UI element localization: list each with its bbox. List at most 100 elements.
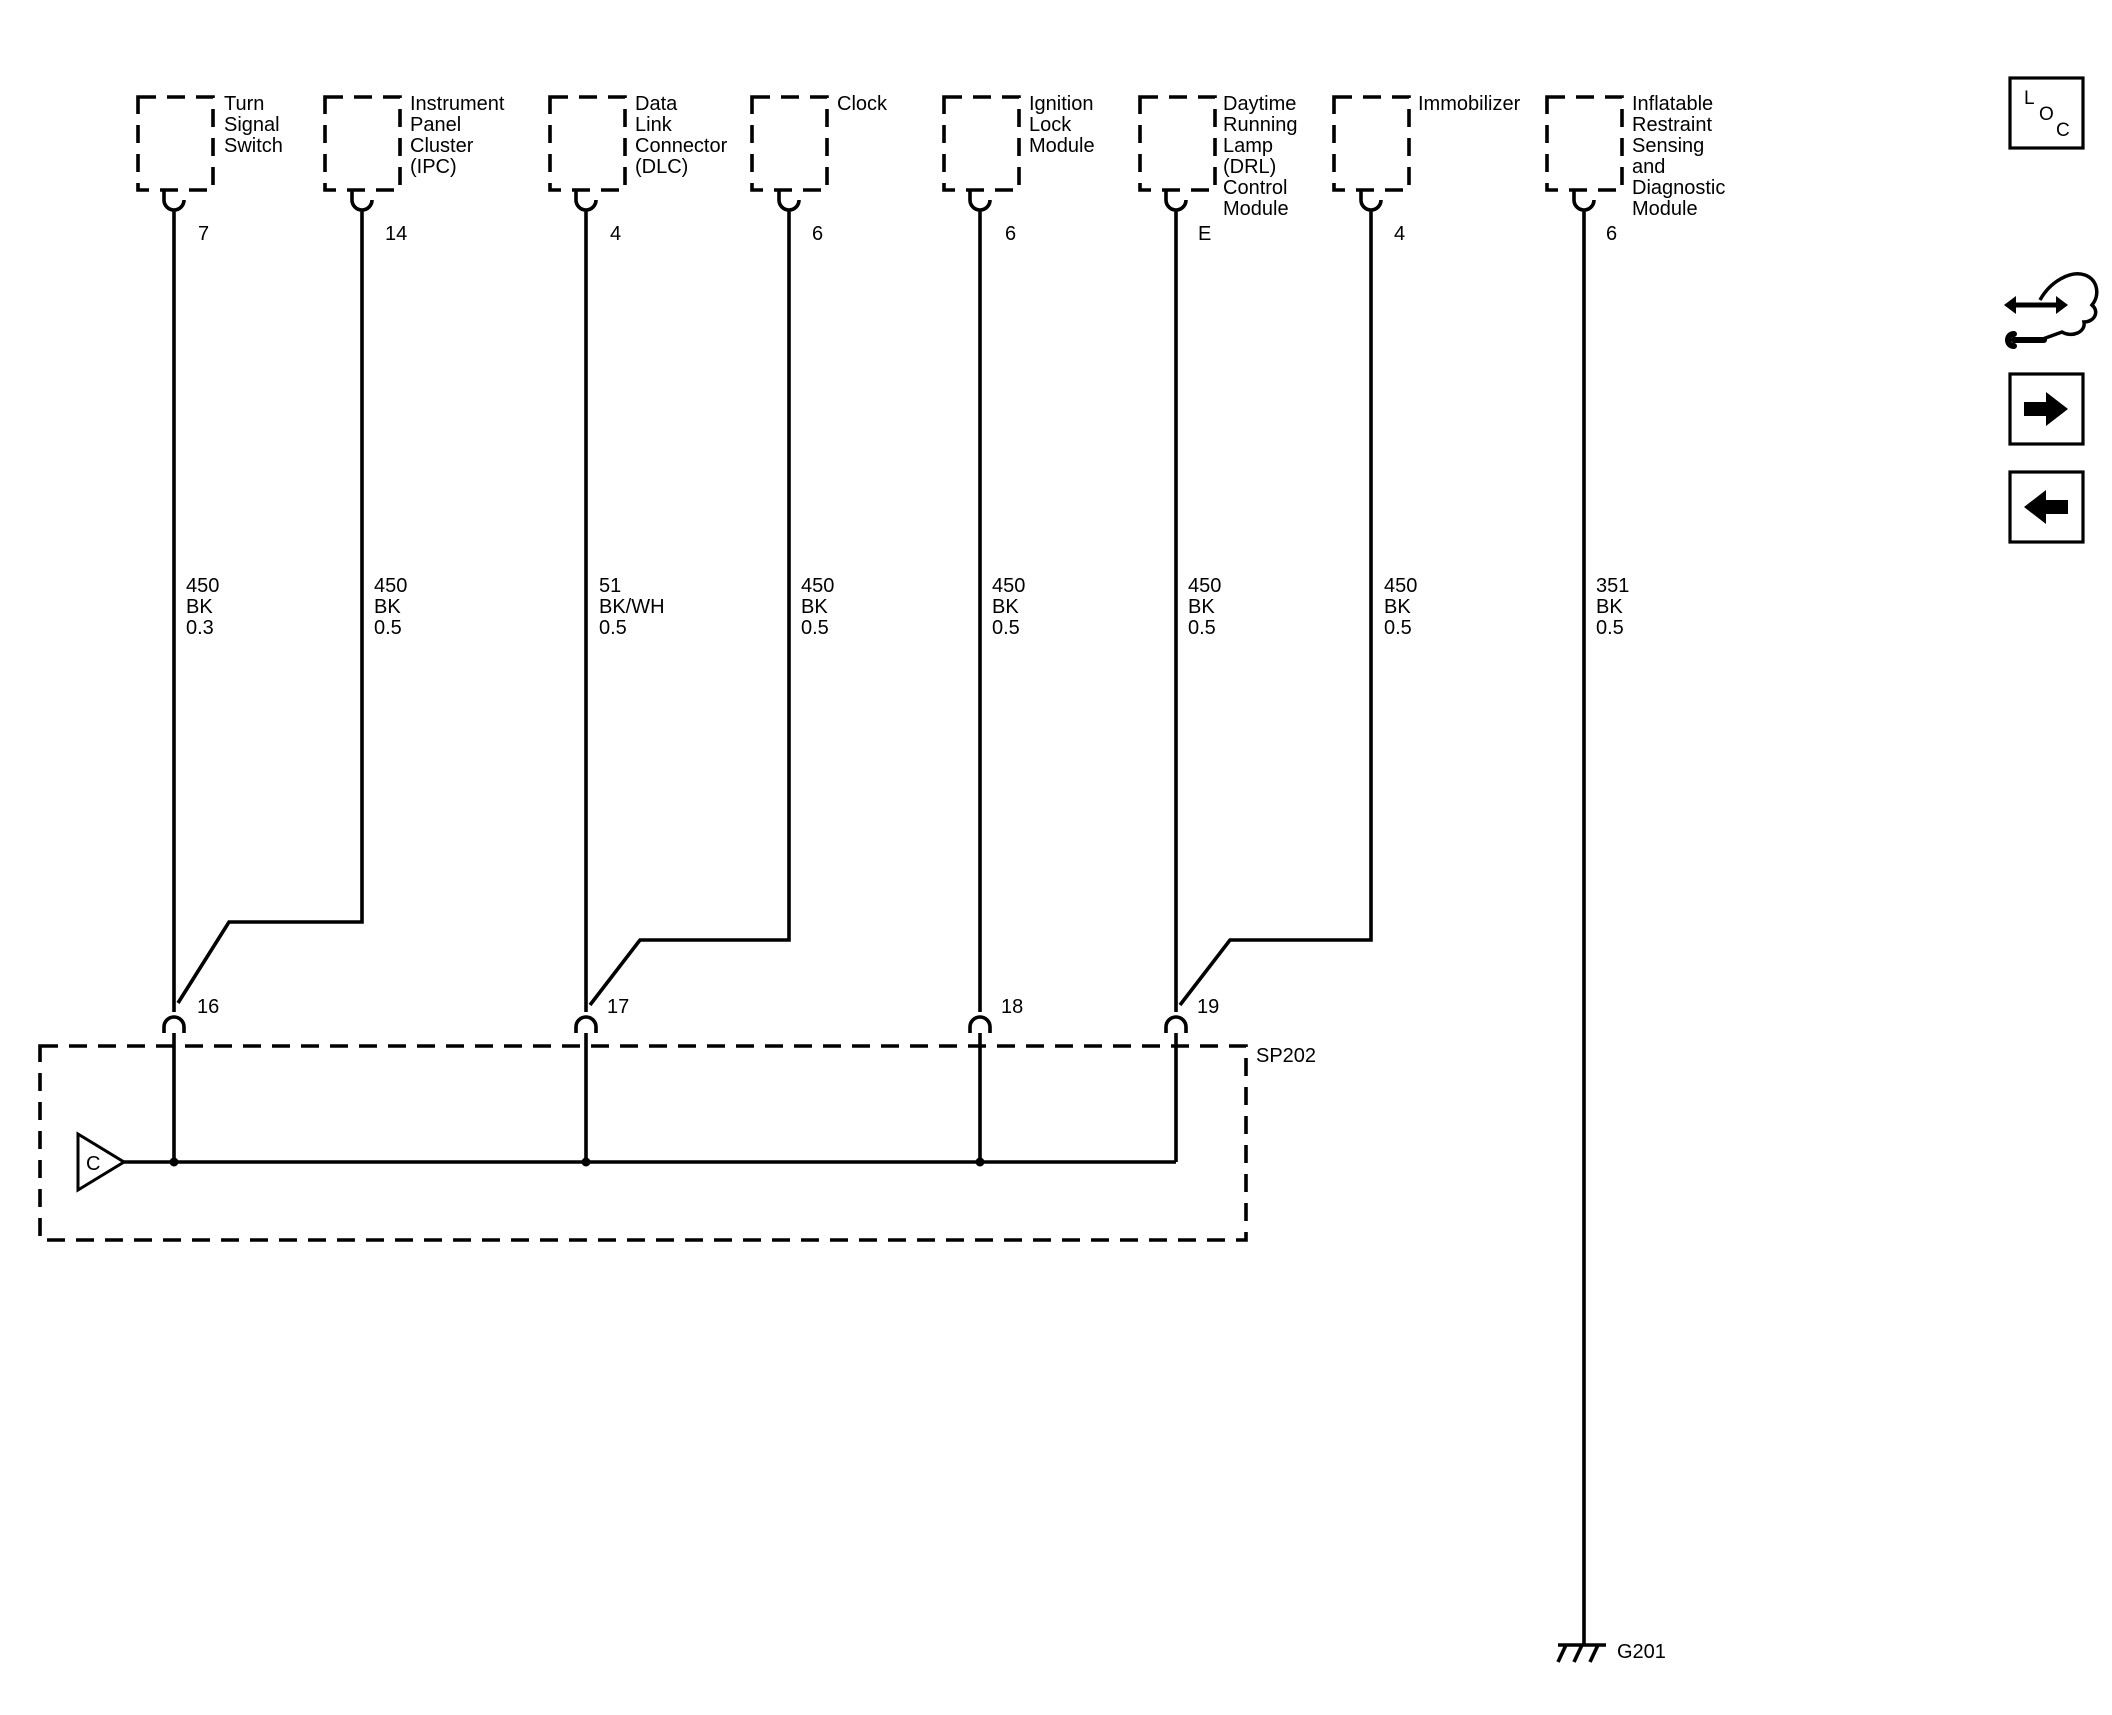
loc-button[interactable]: L O C [2008,76,2085,150]
component-box [136,95,215,192]
wire [588,222,791,1007]
loc-letter: L [2024,88,2035,109]
component-turn-signal-switch: Turn Signal Switch 7 450 BK 0.3 [136,93,283,995]
loc-letter: C [2056,120,2070,141]
splice-pack-box [38,1044,1248,1242]
connector-female-terminal [162,190,186,222]
wire-color: BK [1384,596,1411,618]
arrow-head [2056,296,2068,314]
component-box [548,95,627,192]
connector-female-terminal [1164,190,1188,222]
component-name-line: Sensing [1632,135,1704,157]
loc-letter: O [2039,104,2054,125]
hand-outline [2038,272,2099,342]
component-name-line: Immobilizer [1418,93,1521,115]
component-inflatable-restraint-sdm: Inflatable Restraint Sensing and Diagnos… [1545,93,1725,1645]
wire-size: 0.5 [1596,617,1624,639]
component-name-line: Module [1223,198,1289,220]
wire-circuit: 450 [801,575,834,597]
wire-size: 0.5 [1384,617,1412,639]
next-page-button[interactable] [2008,372,2085,446]
previous-arrow-icon [2024,490,2068,524]
wire-size: 0.5 [374,617,402,639]
component-name-line: (DLC) [635,156,688,178]
pin-number: 6 [812,223,823,245]
wire-circuit: 450 [992,575,1025,597]
wire-size: 0.5 [599,617,627,639]
wire-circuit: 351 [1596,575,1629,597]
component-drl-control-module: Daytime Running Lamp (DRL) Control Modul… [1138,93,1298,995]
component-name-line: Switch [224,135,283,157]
component-box [1138,95,1217,192]
splice-pin-number: 16 [197,996,219,1018]
component-name-line: Inflatable [1632,93,1713,115]
component-box [1545,95,1624,192]
wire-size: 0.5 [992,617,1020,639]
splice-terminal [968,1015,992,1033]
component-box [750,95,829,192]
connector-female-terminal [574,190,598,222]
pin-number: 6 [1005,223,1016,245]
pin-number: 7 [198,223,209,245]
component-name-line: Data [635,93,678,115]
wrench-shape [2005,331,2047,349]
component-name-line: and [1632,156,1665,178]
connector-reference-label: C [86,1153,100,1175]
arrow-head [2004,296,2016,314]
component-ignition-lock-module: Ignition Lock Module 6 450 BK 0.5 [942,93,1095,995]
wire-size: 0.5 [1188,617,1216,639]
splice-node [975,1157,985,1167]
splice-terminal [574,1015,598,1033]
component-clock: Clock 6 450 BK 0.5 [588,93,888,1007]
wire [1178,222,1373,1007]
splice-pin-number: 17 [607,996,629,1018]
connector-reference-triangle [76,1131,127,1193]
component-name-line: Diagnostic [1632,177,1725,199]
component-name-line: Ignition [1029,93,1094,115]
splice-node [169,1157,179,1167]
loc-icon: L O C [2024,88,2070,141]
splice-terminal [1164,1015,1188,1033]
component-name-line: (DRL) [1223,156,1276,178]
component-name-line: Clock [837,93,888,115]
pin-number: 4 [1394,223,1405,245]
component-name-line: Signal [224,114,280,136]
splice-pin-number: 18 [1001,996,1023,1018]
component-name-line: Daytime [1223,93,1296,115]
splice-terminal [162,1015,186,1033]
component-view-button[interactable] [2004,272,2099,349]
component-name-line: Lock [1029,114,1072,136]
pin-number: 4 [610,223,621,245]
component-data-link-connector: Data Link Connector (DLC) 4 51 BK/WH 0.5 [548,93,728,995]
component-instrument-panel-cluster: Instrument Panel Cluster (IPC) 14 450 BK… [176,93,505,1004]
component-name-line: Running [1223,114,1298,136]
component-box [1332,95,1411,192]
pin-number: 6 [1606,223,1617,245]
wire [176,222,364,1004]
loc-button-frame[interactable] [2008,76,2085,150]
component-immobilizer: Immobilizer 4 450 BK 0.5 [1178,93,1521,1007]
wire-color: BK [1188,596,1215,618]
wire-circuit: 450 [374,575,407,597]
ground-tick [1556,1644,1568,1663]
wire-size: 0.3 [186,617,214,639]
splice-node [581,1157,591,1167]
pin-number: 14 [385,223,407,245]
wire-size: 0.5 [801,617,829,639]
connector-female-terminal [968,190,992,222]
previous-page-button[interactable] [2008,470,2085,544]
component-name-line: Connector [635,135,728,157]
splice-sp202: 16 17 18 19 SP202 C [38,995,1316,1242]
wire-color: BK/WH [599,596,665,618]
splice-name: SP202 [1256,1045,1316,1067]
ground-g201: G201 [1556,1641,1666,1663]
component-name-line: Cluster [410,135,474,157]
component-name-line: Module [1029,135,1095,157]
component-name-line: (IPC) [410,156,457,178]
ground-tick [1572,1644,1584,1663]
component-name-line: Restraint [1632,114,1712,136]
ground-name: G201 [1617,1641,1666,1663]
connector-female-terminal [777,190,801,222]
